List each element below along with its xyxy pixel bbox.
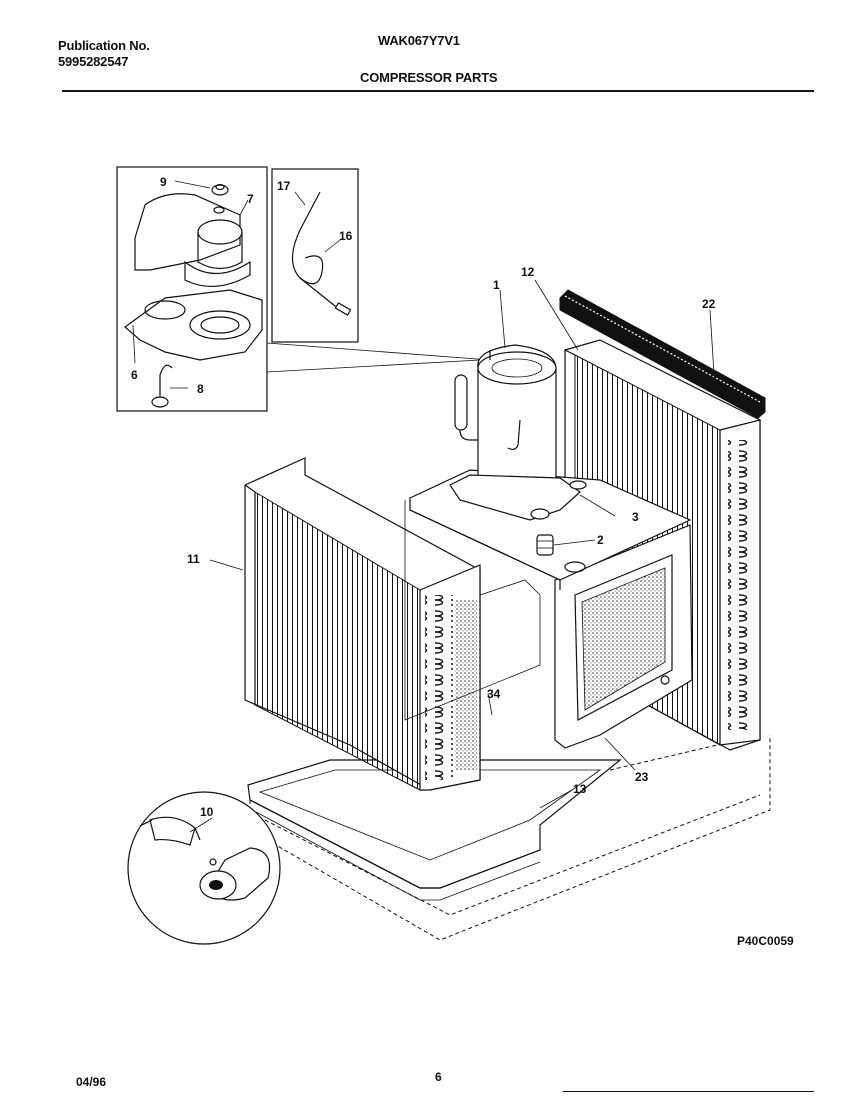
grommet-part [536, 534, 554, 556]
callout-22: 22 [702, 297, 716, 311]
capacitor-part [199, 847, 271, 901]
callout-16: 16 [339, 229, 353, 243]
inset-box-terminal-cover: 9 7 6 8 [116, 166, 268, 412]
header-rule [62, 90, 814, 92]
capillary-tube-part [291, 191, 352, 316]
callout-23: 23 [635, 770, 649, 784]
terminal-nut-part [211, 183, 229, 214]
inset-box-capillary: 17 16 [271, 168, 359, 343]
gasket-part [124, 289, 263, 361]
callout-2: 2 [597, 533, 604, 547]
publication-label: Publication No. [58, 38, 150, 53]
capacitor-clamp-part [139, 816, 217, 866]
footer-rule [563, 1091, 814, 1092]
callout-6: 6 [131, 368, 138, 382]
seal-strip-part [559, 289, 766, 419]
publication-number: 5995282547 [58, 54, 129, 69]
model-number: WAK067Y7V1 [378, 33, 460, 48]
diagram-code: P40C0059 [737, 934, 794, 948]
callout-3: 3 [632, 510, 639, 524]
callout-12: 12 [521, 265, 535, 279]
callout-10: 10 [200, 805, 214, 819]
callout-34: 34 [487, 687, 501, 701]
section-title: COMPRESSOR PARTS [360, 70, 498, 85]
page-number: 6 [435, 1070, 442, 1084]
mounting-bracket-part [404, 500, 541, 721]
callout-8: 8 [197, 382, 204, 396]
orifice-shroud-part [554, 524, 693, 749]
evaporator-coil-part [244, 457, 481, 791]
base-pan-part [247, 759, 622, 901]
callout-11: 11 [187, 552, 200, 566]
callout-1: 1 [493, 278, 500, 292]
compressor-part [449, 344, 587, 521]
callout-9: 9 [160, 175, 167, 189]
terminal-cover-part [134, 193, 251, 288]
callout-13: 13 [573, 782, 587, 796]
callout-17: 17 [277, 179, 291, 193]
clip-part [151, 364, 173, 408]
detail-circle-capacitor [127, 791, 281, 945]
drain-tube-part [488, 700, 521, 748]
callout-7: 7 [247, 192, 254, 206]
publication-date: 04/96 [76, 1075, 107, 1089]
